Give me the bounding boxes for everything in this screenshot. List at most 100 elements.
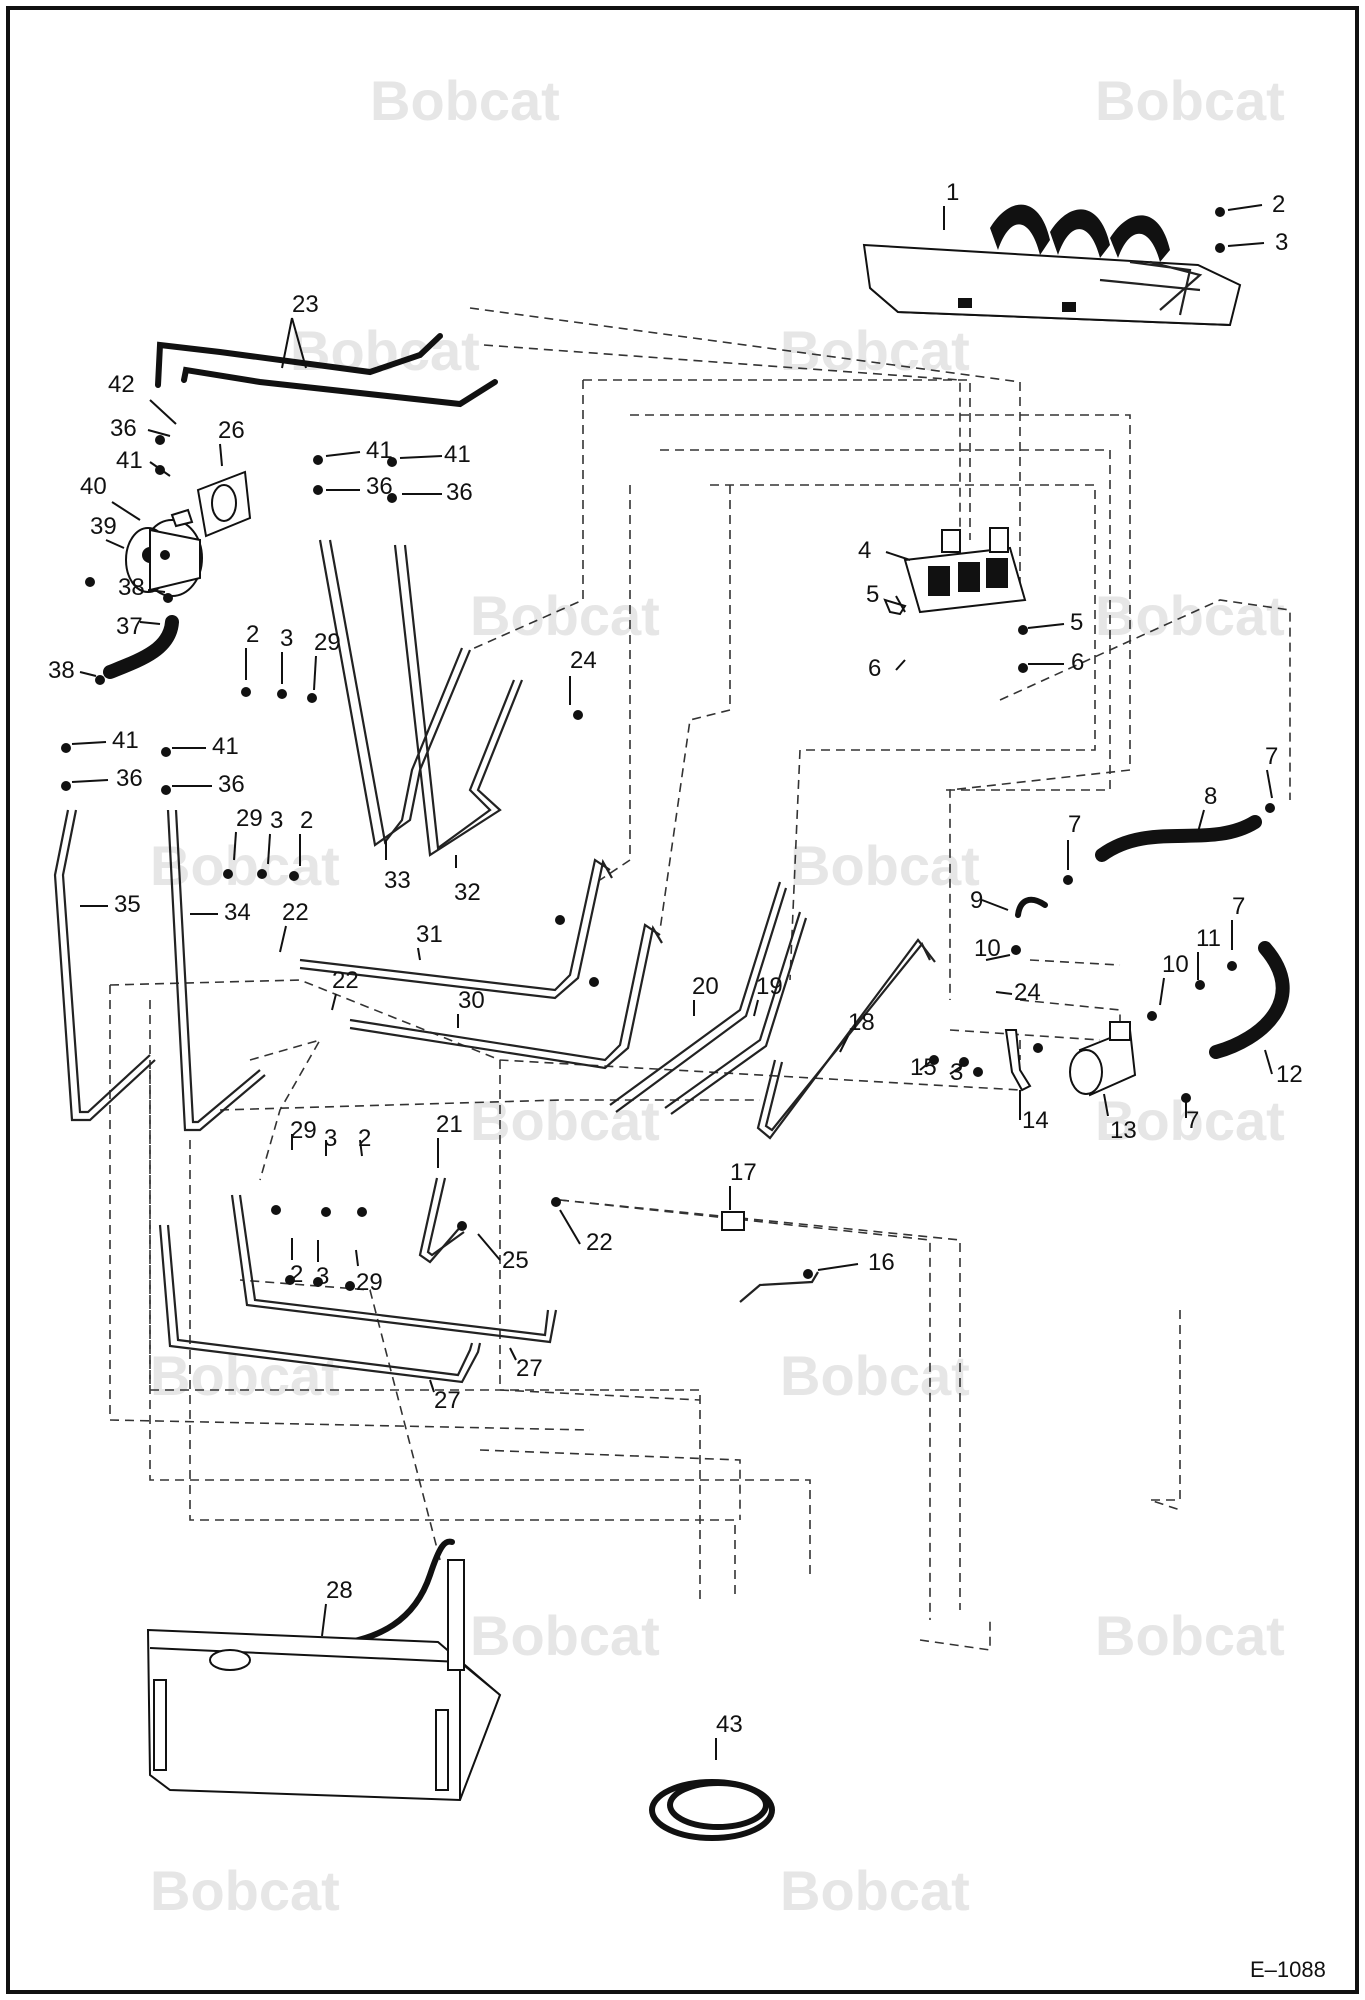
leader-line [399,455,443,459]
callout-c36d: 36 [116,765,143,792]
callout-c6b: 6 [1071,649,1084,676]
callout-c37: 37 [116,613,143,640]
watermark-text: Bobcat [150,1859,340,1922]
callout-c36b: 36 [366,473,393,500]
leader-line [149,399,177,425]
callout-c24a: 24 [570,647,597,674]
fitting-dot [1215,207,1225,217]
leader-line [981,899,1009,911]
fitting-dot [321,1207,331,1217]
leader-line [1264,1049,1273,1075]
callout-c2b: 2 [246,621,259,648]
callout-c42: 42 [108,371,135,398]
fitting-dot [357,1207,367,1217]
elbow-part-9 [1015,896,1048,918]
callout-c41e: 41 [212,733,239,760]
tube-21 [418,1177,463,1264]
hose-37 [103,615,179,679]
callout-c17: 17 [730,1159,757,1186]
watermark-text: Bobcat [150,834,340,897]
fitting-dot [313,485,323,495]
leader-line [753,999,759,1017]
fitting-dot [1018,625,1028,635]
callout-c4: 4 [858,537,871,564]
watermark-text: Bobcat [470,1089,660,1152]
fitting-dot [1195,980,1205,990]
leader-line [509,1347,517,1361]
tube-33 [318,539,472,847]
control-panel-part-1 [862,204,1242,327]
callout-c38a: 38 [118,574,145,601]
watermark-text: Bobcat [780,1344,970,1407]
fitting-dot [803,1269,813,1279]
fitting-dot [61,781,71,791]
leader-line [139,621,161,625]
callout-c13: 13 [1110,1117,1137,1144]
leader-line [1197,809,1205,833]
callout-c14: 14 [1022,1107,1049,1134]
leader-line [559,1209,581,1245]
callout-c5b: 5 [1070,609,1083,636]
fitting-dot [1215,243,1225,253]
callout-c29b: 29 [236,805,263,832]
fitting-dot [959,1057,969,1067]
callout-c7b: 7 [1068,811,1081,838]
leader-line [147,429,171,437]
leader-line [429,1379,435,1393]
rigid-tubes [53,539,936,1384]
clamp-part-17 [721,1211,745,1231]
leader-line [313,655,317,691]
fitting-dot [161,785,171,795]
watermark-text: Bobcat [780,1859,970,1922]
callout-c28: 28 [326,1577,353,1604]
leader-line [949,1065,963,1075]
callout-c11: 11 [1196,925,1221,952]
watermark-text: Bobcat [1095,69,1285,132]
leader-line [79,671,97,677]
fitting-dot [573,710,583,720]
fittings [61,207,1275,1291]
fitting-dot [589,977,599,987]
fitting-dot [85,577,95,587]
tube-27-front [166,1224,474,1377]
callout-c8: 8 [1204,783,1217,810]
watermark-text: Bobcat [1095,584,1285,647]
hose-23-upper [155,333,443,388]
leader-line [267,833,271,865]
figure-code: E–1088 [1250,1957,1326,1982]
fitting-dot [313,1277,323,1287]
callout-c2a: 2 [1272,191,1285,218]
callout-c9: 9 [970,887,983,914]
tank-part-28 [146,1559,502,1802]
fitting-dot [929,1055,939,1065]
callout-c21: 21 [436,1111,463,1138]
callout-c32: 32 [454,879,481,906]
callout-c3b: 3 [280,625,293,652]
callout-c23: 23 [292,291,319,318]
leader-line [105,539,125,549]
fitting-dot [271,1205,281,1215]
fitting-dot [285,1275,295,1285]
fitting-dot [1227,961,1237,971]
leader-line [995,991,1013,995]
leader-line [111,501,141,521]
fitting-dot [1033,1043,1043,1053]
fitting-dot [1011,945,1021,955]
fitting-dot [387,493,397,503]
fitting-dot [95,675,105,685]
callout-c29d: 29 [356,1269,383,1296]
fitting-dot [551,1197,561,1207]
fitting-dot [1018,663,1028,673]
watermark-text: Bobcat [290,319,480,382]
callout-c3a: 3 [1275,229,1288,256]
fitting-dot [973,1067,983,1077]
callout-c26: 26 [218,417,245,444]
callout-c24b: 24 [1014,979,1041,1006]
callout-c3f: 3 [316,1263,329,1290]
leader-line [325,451,361,457]
leader-line [895,659,906,671]
fitting-dot [307,693,317,703]
